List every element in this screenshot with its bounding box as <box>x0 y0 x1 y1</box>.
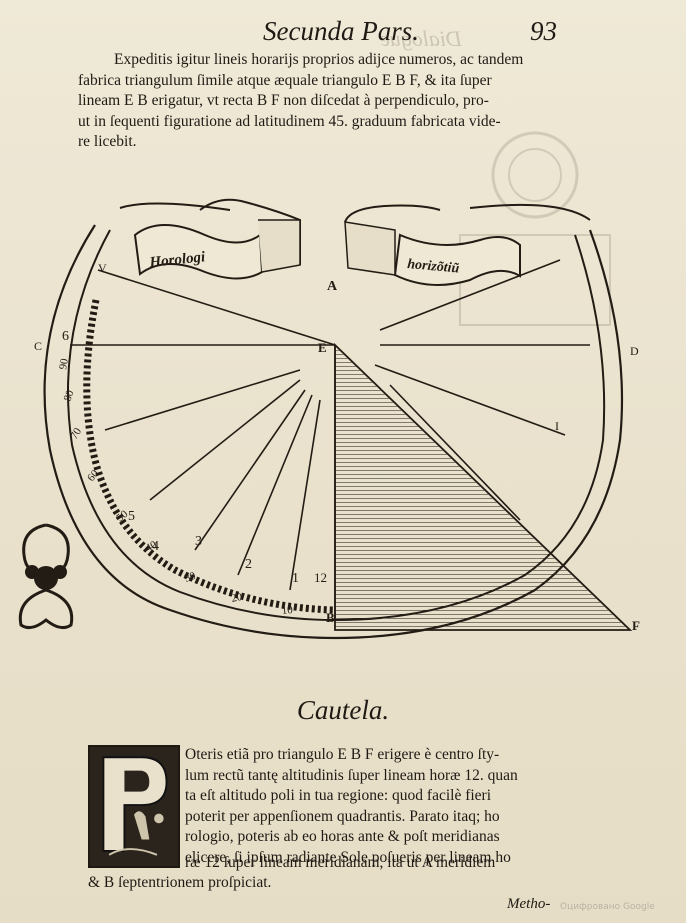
hour-numeral-4: 4 <box>152 539 159 554</box>
outer-ring <box>43 224 624 640</box>
line-label-I: I <box>555 419 559 433</box>
hour-numeral-6: 6 <box>62 329 69 344</box>
edge-label-left: C <box>34 339 42 353</box>
floral-ornament <box>18 523 74 630</box>
text-line: lineam E B erigatur, vt recta B F non di… <box>78 92 489 109</box>
banner-right <box>344 204 521 286</box>
cautela-paragraph: Oteris etiã pro triangulo E B F erigere … <box>185 745 605 868</box>
edge-label-right: D <box>630 344 639 358</box>
drop-cap-P-icon <box>90 747 178 866</box>
catchword: Metho- <box>507 896 551 912</box>
text-line: & B ſeptentrionem proſpiciat. <box>88 874 272 891</box>
degree-numeral-80: 80 <box>62 388 77 403</box>
text-line: fabrica triangulum ſimile atque æquale t… <box>78 71 492 89</box>
point-label-A: A <box>327 279 338 294</box>
digitization-watermark: Оцифровано Google <box>560 902 655 912</box>
text-line: rologio, poteris ab eo horas ante & poſt… <box>185 828 500 845</box>
degree-scale <box>83 299 336 614</box>
hour-numeral-3: 3 <box>195 534 202 549</box>
text-line: ræ 12 ſuper lineam meridianam, ita ut A … <box>185 854 496 871</box>
banner-left <box>133 198 301 280</box>
text-line: re licebit. <box>78 133 137 150</box>
page-number: 93 <box>530 16 557 46</box>
text-line: poterit per appenſionem quadrantis. Para… <box>185 807 500 825</box>
bleed-through-seal <box>459 131 611 326</box>
hour-numeral-5: 5 <box>128 509 135 524</box>
gnomon-triangle <box>334 342 633 631</box>
hour-numeral-12: 12 <box>314 570 327 585</box>
degree-numeral-90: 90 <box>57 357 71 370</box>
text-line: elicere, ſi ipſum radiante Sole poſueris… <box>185 848 511 866</box>
intro-paragraph: Expeditis igitur lineis horarijs proprio… <box>78 50 598 153</box>
degree-numeral-30: 30 <box>183 570 198 585</box>
banner-right-label: horizõtiũ <box>407 257 460 277</box>
text-line: lum rectũ tantę altitudinis ſuper lineam… <box>185 766 518 784</box>
text-line: Oteris etiã pro triangulo E B F erigere … <box>185 746 500 763</box>
point-label-E: E <box>318 340 327 355</box>
running-head: Secunda Pars. <box>263 16 419 46</box>
degree-numeral-20: 20 <box>230 591 244 605</box>
cautela-paragraph-end: ræ 12 ſuper lineam meridianam, ita ut A … <box>88 854 495 894</box>
text-line: ta eſt altitudo poli in tua regione: quo… <box>185 787 492 804</box>
drop-cap-initial <box>88 745 180 868</box>
hour-numeral-1: 1 <box>292 571 299 586</box>
page-header: Dialogue Secunda Pars. 93 <box>0 10 686 51</box>
section-title: Cautela. <box>296 695 390 725</box>
text-line: Expeditis igitur lineis horarijs proprio… <box>114 51 524 68</box>
point-label-F: F <box>632 618 640 633</box>
line-label-V: V <box>98 261 107 275</box>
banner-left-label: Horologi <box>148 249 207 271</box>
hour-numeral-2: 2 <box>245 557 252 572</box>
point-label-B: B <box>326 610 335 625</box>
degree-numeral-10: 10 <box>281 604 294 617</box>
sundial-diagram: Horologi horizõtiũ A E B F C D V I 6 <box>34 198 640 640</box>
text-line: ut in ſequenti figuratione ad latitudine… <box>78 112 501 130</box>
